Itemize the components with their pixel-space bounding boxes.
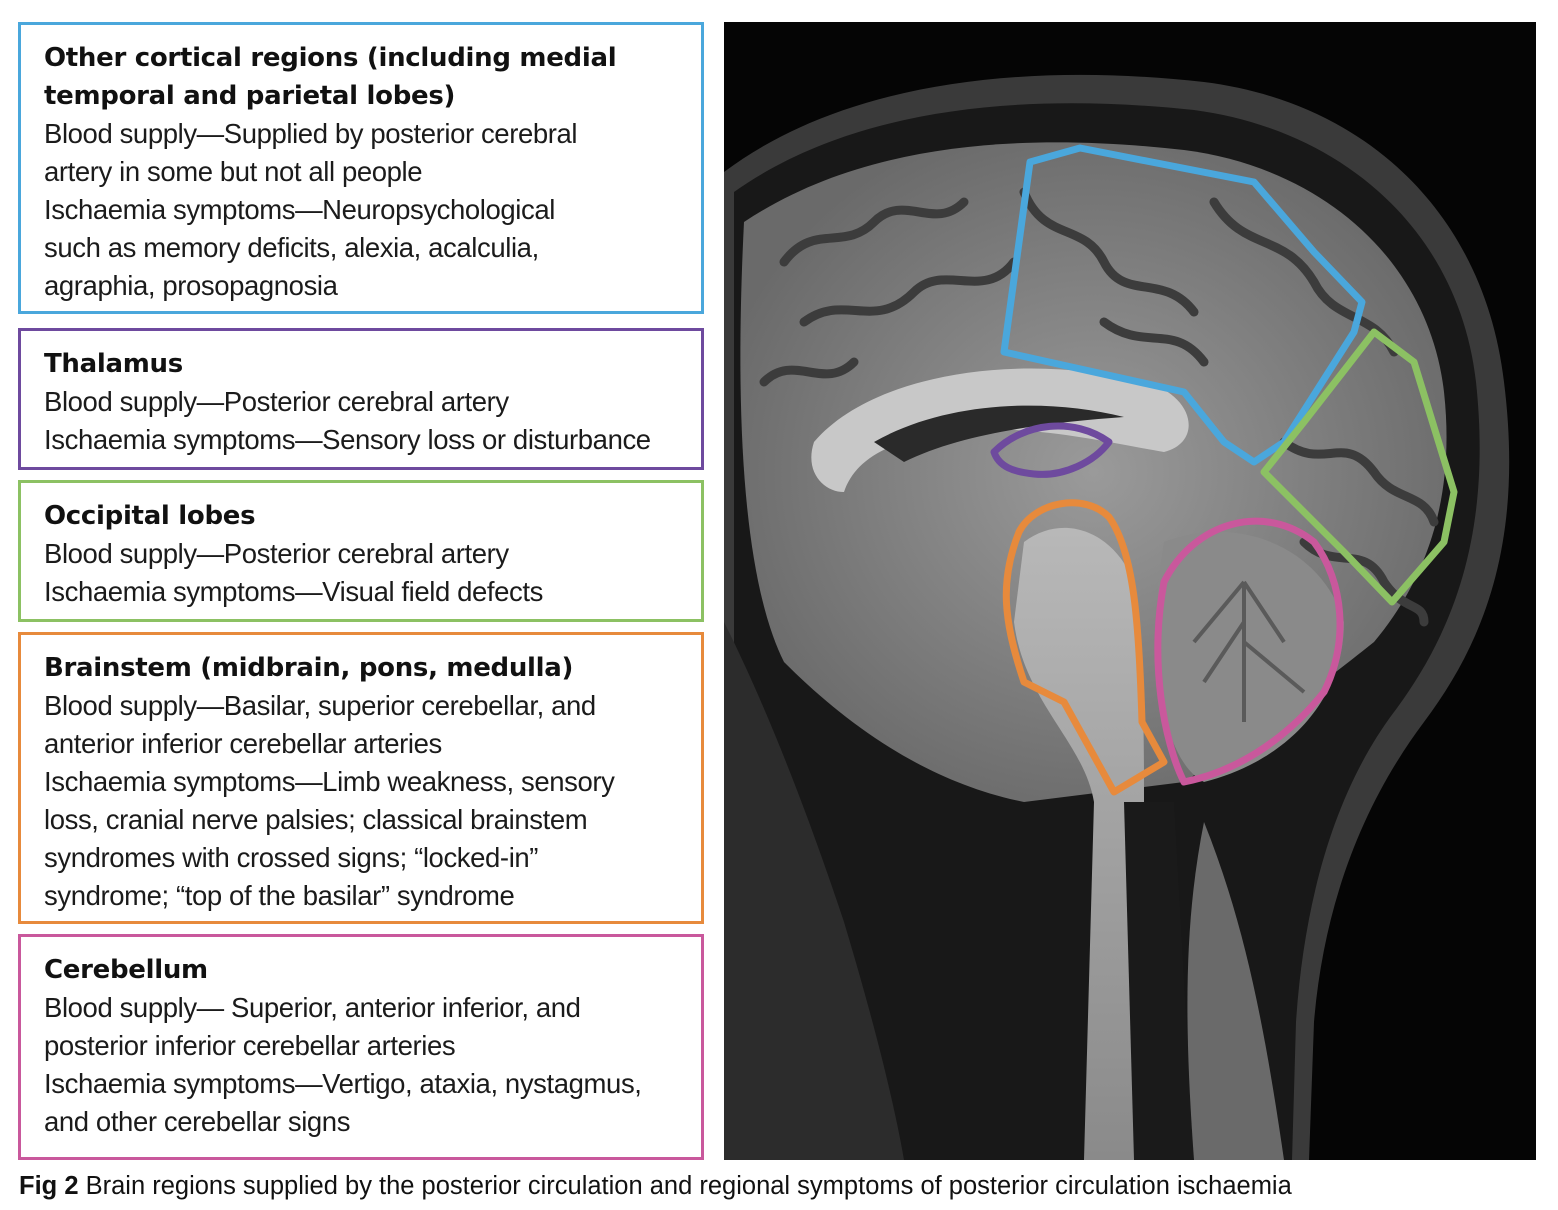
panel-text-line: and other cerebellar signs xyxy=(44,1106,351,1137)
panel-title: Occipital lobes xyxy=(44,501,256,531)
sagittal-mri-image xyxy=(724,22,1536,1160)
panel-text-line: syndromes with crossed signs; “locked-in… xyxy=(44,842,539,873)
panel-text-line: artery in some but not all people xyxy=(44,156,423,187)
neck-muscle xyxy=(1187,822,1284,1160)
panel-text-line: Ischaemia symptoms—Limb weakness, sensor… xyxy=(44,766,615,797)
panel-other-cortical-regions: Other cortical regions (including medial… xyxy=(18,22,704,314)
panel-text-line: Ischaemia symptoms—Neuropsychological xyxy=(44,194,555,225)
face-soft-tissue xyxy=(724,622,904,1160)
panel-text-line: Blood supply—Supplied by posterior cereb… xyxy=(44,118,578,149)
region-outline-brainstem xyxy=(1002,499,1168,796)
panel-text-line: Ischaemia symptoms—Visual field defects xyxy=(44,576,543,607)
region-outline-thalamus xyxy=(990,422,1113,478)
panel-text-line: such as memory deficits, alexia, acalcul… xyxy=(44,232,539,263)
brainstem-tissue xyxy=(1014,527,1144,1160)
panel-text-line: Blood supply—Posterior cerebral artery xyxy=(44,386,509,417)
cerebellar-folia xyxy=(1192,580,1306,722)
region-outline-cerebellum xyxy=(1154,517,1344,786)
panel-title: Brainstem (midbrain, pons, medulla) xyxy=(44,653,574,683)
lateral-ventricle xyxy=(874,405,1124,462)
panel-text-line: posterior inferior cerebellar arteries xyxy=(44,1030,456,1061)
cortical-gyri xyxy=(759,187,1439,627)
panel-text-line: anterior inferior cerebellar arteries xyxy=(44,728,442,759)
panel-text-line: Blood supply— Superior, anterior inferio… xyxy=(44,992,581,1023)
panel-text-line: loss, cranial nerve palsies; classical b… xyxy=(44,804,588,835)
region-outline-occipital xyxy=(1260,328,1458,606)
region-outline-cortical xyxy=(1000,144,1366,466)
caption-text: Brain regions supplied by the posterior … xyxy=(78,1172,1292,1200)
panel-thalamus: Thalamus Blood supply—Posterior cerebral… xyxy=(18,328,704,470)
panel-title: Cerebellum xyxy=(44,955,208,985)
panel-title-line: Other cortical regions (including medial xyxy=(44,43,617,73)
panel-cerebellum: Cerebellum Blood supply— Superior, anter… xyxy=(18,934,704,1160)
panel-brainstem: Brainstem (midbrain, pons, medulla) Bloo… xyxy=(18,632,704,924)
panel-text-line: Blood supply—Posterior cerebral artery xyxy=(44,538,509,569)
panel-text-line: syndrome; “top of the basilar” syndrome xyxy=(44,880,515,911)
panel-text-line: agraphia, prosopagnosia xyxy=(44,270,338,301)
panel-occipital-lobes: Occipital lobes Blood supply—Posterior c… xyxy=(18,480,704,622)
panel-title-line: temporal and parietal lobes) xyxy=(44,81,456,111)
figure-label: Fig 2 xyxy=(19,1172,79,1200)
panel-title: Thalamus xyxy=(44,349,183,379)
corpus-callosum xyxy=(811,368,1189,492)
panel-text-line: Blood supply—Basilar, superior cerebella… xyxy=(44,690,596,721)
panel-text-line: Ischaemia symptoms—Vertigo, ataxia, nyst… xyxy=(44,1068,642,1099)
spinal-canal xyxy=(1124,802,1194,1160)
figure-caption: Fig 2 Brain regions supplied by the post… xyxy=(19,1170,1292,1202)
panel-text-line: Ischaemia symptoms—Sensory loss or distu… xyxy=(44,424,651,455)
